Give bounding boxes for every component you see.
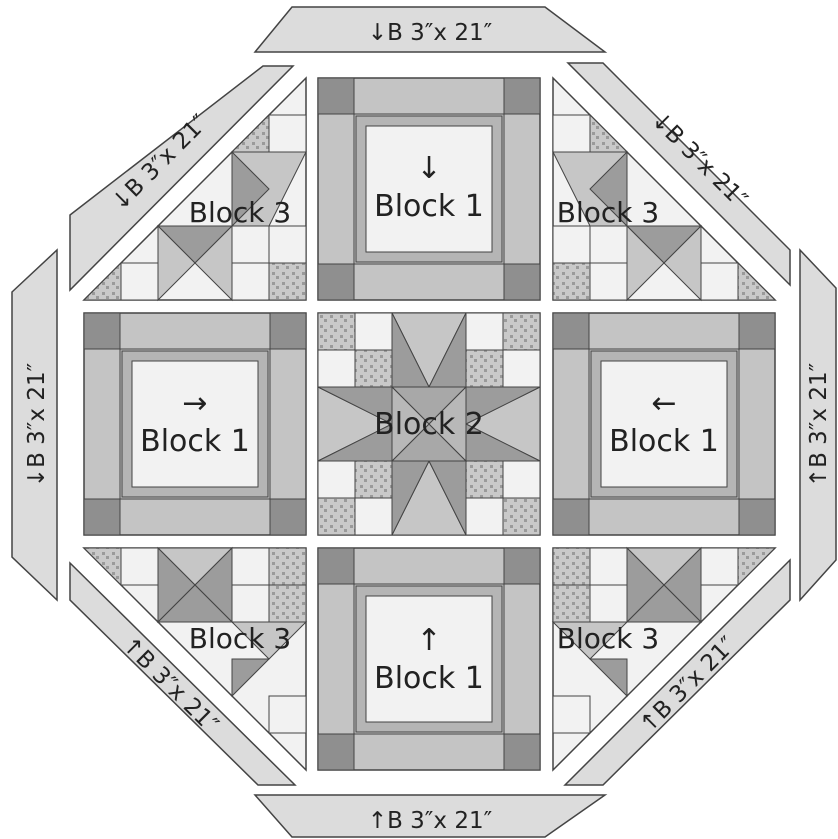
strip-bottom: ↑B 3″x 21″ [255,795,605,837]
strip-top-label: ↓B 3″x 21″ [368,20,493,46]
strip-bottom-label: ↑B 3″x 21″ [368,808,493,834]
block3-top-left-label: Block 3 [189,196,291,229]
block1-top-arrow: ↓ [416,151,441,186]
block1-bottom: ↑ Block 1 [318,548,540,770]
block1-right: ← Block 1 [553,313,775,535]
block3-bottom-right-label: Block 3 [557,622,659,655]
block1-top-label: Block 1 [374,189,484,224]
block3-bottom-left: Block 3 [84,548,306,770]
strip-left-label: ↓B 3″x 21″ [24,362,50,487]
block1-left: → Block 1 [84,313,306,535]
block1-left-label: Block 1 [140,424,250,459]
block1-top: ↓ Block 1 [318,78,540,300]
strip-top: ↓B 3″x 21″ [255,7,605,52]
block1-right-arrow: ← [651,386,676,421]
block2-center: Block 2 [318,313,540,535]
block1-bottom-label: Block 1 [374,661,484,696]
block3-top-right-label: Block 3 [557,196,659,229]
block1-right-label: Block 1 [609,424,719,459]
block3-bottom-left-label: Block 3 [189,622,291,655]
block1-bottom-arrow: ↑ [416,623,441,658]
block1-left-arrow: → [182,386,207,421]
strip-left: ↓B 3″x 21″ [12,250,57,600]
strip-right-label: ↑B 3″x 21″ [806,362,832,487]
strip-right: ↑B 3″x 21″ [800,250,836,600]
block3-bottom-right: Block 3 [553,548,775,770]
block2-label: Block 2 [374,407,484,442]
